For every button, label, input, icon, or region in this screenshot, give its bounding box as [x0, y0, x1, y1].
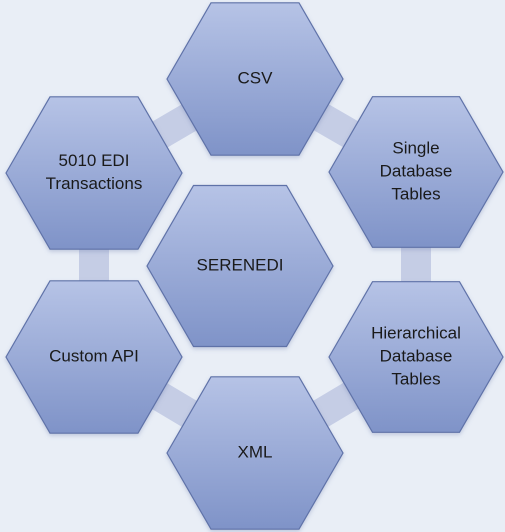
hex-label-edi-line-1: 5010 EDI: [59, 151, 130, 170]
hex-custom-api: Custom API: [5, 280, 183, 434]
hex-label-custom-api-line-1: Custom API: [49, 346, 139, 365]
hex-shape-csv: [166, 2, 344, 156]
hex-shape-edi: [5, 96, 183, 250]
hex-center: SERENEDI: [146, 184, 334, 348]
hex-label-single-db-line-2: Database: [380, 161, 453, 180]
hex-label-single-db-line-3: Tables: [391, 184, 440, 203]
hex-shape-center: [146, 184, 334, 348]
hex-csv: CSV: [166, 2, 344, 156]
hex-label-hier-db-line-2: Database: [380, 346, 453, 365]
hexagons: CSVSingleDatabaseTablesHierarchicalDatab…: [5, 2, 504, 530]
hex-label-edi-line-2: Transactions: [46, 174, 143, 193]
hex-shape-xml: [166, 376, 344, 530]
hex-shape-single-db: [328, 96, 504, 248]
hex-label-xml-line-1: XML: [238, 442, 273, 461]
hex-edi: 5010 EDI Transactions: [5, 96, 183, 250]
hex-xml: XML: [166, 376, 344, 530]
hex-shape-custom-api: [5, 280, 183, 434]
hex-label-hier-db-line-3: Tables: [391, 369, 440, 388]
hex-label-single-db-line-1: Single: [392, 138, 439, 157]
hex-label-hier-db-line-1: Hierarchical: [371, 323, 461, 342]
hex-shape-hier-db: [328, 281, 504, 433]
hex-label-csv-line-1: CSV: [238, 68, 274, 87]
hex-label-center-line-1: SERENEDI: [197, 255, 284, 274]
